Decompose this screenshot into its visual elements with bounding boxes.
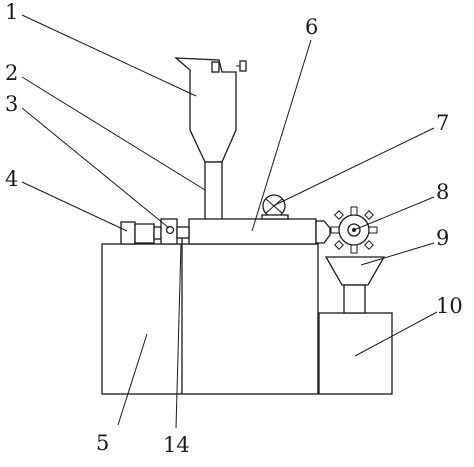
drive-motor (120, 221, 162, 245)
label-6: 6 (305, 15, 318, 39)
coupling (160, 218, 190, 245)
label-2: 2 (5, 61, 18, 85)
label-3: 3 (5, 92, 18, 116)
label-10: 10 (436, 294, 463, 318)
leader-lines (21, 14, 438, 429)
label-4: 4 (5, 167, 18, 191)
extruder-barrel (188, 218, 331, 245)
label-1: 1 (5, 0, 18, 24)
label-5: 5 (96, 431, 109, 455)
label-7: 7 (436, 111, 449, 135)
side-cabinet (318, 312, 393, 395)
label-8: 8 (436, 180, 449, 204)
label-9: 9 (436, 226, 449, 250)
part-labels: 1 2 3 4 5 6 7 8 9 10 14 (5, 0, 463, 457)
label-14: 14 (163, 433, 190, 457)
top-roller (261, 194, 289, 220)
discharge-hopper (324, 256, 386, 314)
feed-hopper (174, 57, 247, 221)
base-cabinet (101, 243, 319, 395)
